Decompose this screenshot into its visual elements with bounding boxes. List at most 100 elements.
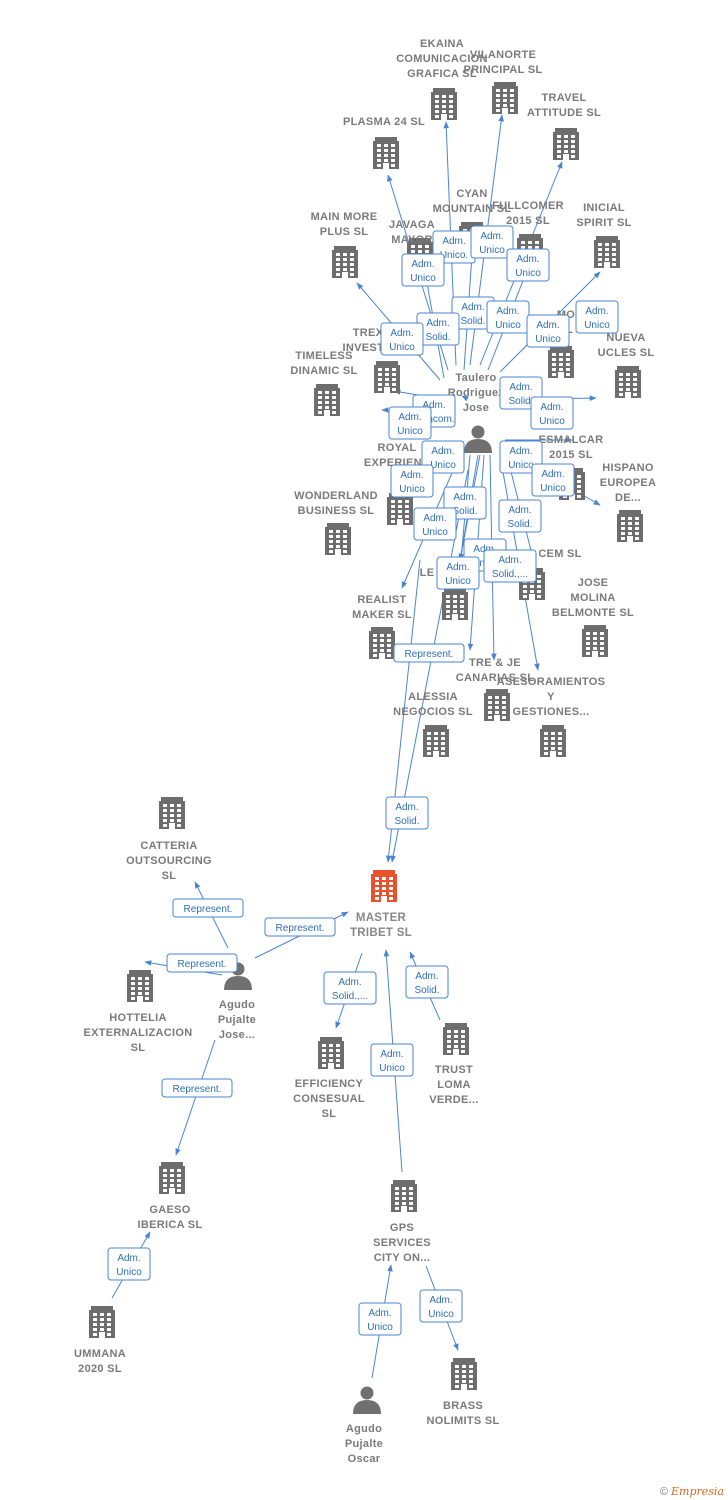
- edge-label-33[interactable]: Adm.Unico: [107, 1247, 151, 1281]
- node-plasma[interactable]: PLASMA 24 SL: [343, 116, 425, 169]
- building-icon[interactable]: [615, 366, 641, 398]
- building-icon[interactable]: [451, 1358, 477, 1390]
- building-icon[interactable]: [443, 1023, 469, 1055]
- edge-label-6[interactable]: Adm.Unico: [486, 300, 530, 334]
- edge-label-20[interactable]: Adm.Solid.: [498, 499, 542, 533]
- node-hispano[interactable]: HISPANOEUROPEADE...: [600, 462, 657, 542]
- node-label: Taulero: [455, 372, 496, 384]
- node-label: 2020 SL: [78, 1363, 122, 1375]
- edge-label-text: Adm.: [426, 318, 449, 329]
- building-icon[interactable]: [159, 1162, 185, 1194]
- edge-label-12[interactable]: Adm.Unico: [530, 396, 574, 430]
- building-icon[interactable]: [442, 588, 468, 620]
- building-icon[interactable]: [127, 970, 153, 1002]
- edge-label-text: Solid.: [452, 506, 477, 517]
- edge-label-25[interactable]: Adm.Solid.: [385, 796, 429, 830]
- edge-label-13[interactable]: Adm.Unico: [388, 406, 432, 440]
- building-icon[interactable]: [540, 725, 566, 757]
- building-icon[interactable]: [318, 1037, 344, 1069]
- building-icon[interactable]: [373, 137, 399, 169]
- building-icon[interactable]: [594, 236, 620, 268]
- building-icon[interactable]: [423, 725, 449, 757]
- node-label: ROYAL: [378, 442, 417, 454]
- edge-label-1[interactable]: Adm.Unico: [470, 225, 514, 259]
- building-icon[interactable]: [431, 88, 457, 120]
- node-asesoramientos[interactable]: ASESORAMIENTOSYGESTIONES...: [497, 676, 606, 757]
- building-icon[interactable]: [548, 346, 574, 378]
- edge-label-23[interactable]: Adm.Solid.,...: [483, 549, 537, 583]
- edge-label-3[interactable]: Adm.Unico: [401, 253, 445, 287]
- node-label: BRASS: [443, 1400, 483, 1412]
- building-icon[interactable]: [617, 510, 643, 542]
- building-icon[interactable]: [332, 246, 358, 278]
- edge-label-27[interactable]: Represent.: [264, 917, 336, 937]
- edge-label-text: Adm.: [498, 555, 521, 566]
- edge-label-28[interactable]: Represent.: [166, 953, 238, 973]
- edge-label-7[interactable]: Adm.Unico: [526, 314, 570, 348]
- node-label: PRINCIPAL SL: [464, 64, 543, 76]
- node-le[interactable]: LE: [420, 567, 468, 620]
- edge-label-30[interactable]: Adm.Solid.,...: [323, 971, 377, 1005]
- edge-label-15[interactable]: Adm.Unico: [499, 440, 543, 474]
- edge-label-16[interactable]: Adm.Unico: [531, 463, 575, 497]
- edge-label-text: Adm.: [446, 562, 469, 573]
- edge-label-31[interactable]: Adm.Solid.: [405, 965, 449, 999]
- edge-label-32[interactable]: Adm.Unico: [370, 1043, 414, 1077]
- edge-label-2[interactable]: Adm.Unico: [506, 248, 550, 282]
- node-agudojose[interactable]: AgudoPujalteJose...: [218, 962, 256, 1042]
- building-icon[interactable]: [325, 523, 351, 555]
- building-icon[interactable]: [159, 797, 185, 829]
- edge-label-24[interactable]: Represent.: [393, 643, 465, 663]
- edge-label-26[interactable]: Represent.: [172, 898, 244, 918]
- edge-label-19[interactable]: Adm.Unico: [413, 507, 457, 541]
- edge-label-14[interactable]: Adm.Unico: [421, 440, 465, 474]
- edge-label-9[interactable]: Adm.Unico: [380, 322, 424, 356]
- edge-label-22[interactable]: Adm.Unico: [436, 556, 480, 590]
- edge-label-text: Adm.: [540, 402, 563, 413]
- person-icon[interactable]: [464, 425, 492, 454]
- building-icon[interactable]: [314, 384, 340, 416]
- building-icon[interactable]: [553, 128, 579, 160]
- building-icon[interactable]: [387, 493, 413, 525]
- building-icon[interactable]: [582, 625, 608, 657]
- edge-label-35[interactable]: Adm.Unico: [419, 1289, 463, 1323]
- building-icon[interactable]: [369, 627, 395, 659]
- edge-label-34[interactable]: Adm.Unico: [358, 1302, 402, 1336]
- edge-label-17[interactable]: Adm.Unico: [390, 464, 434, 498]
- brand-logo[interactable]: Empresia: [671, 1485, 724, 1498]
- edge-label-29[interactable]: Represent.: [161, 1078, 233, 1098]
- building-icon[interactable]: [492, 82, 518, 114]
- node-trust[interactable]: TRUSTLOMAVERDE...: [429, 1023, 478, 1106]
- building-icon[interactable]: [484, 689, 510, 721]
- building-icon[interactable]: [374, 361, 400, 393]
- building-icon[interactable]: [371, 870, 397, 902]
- node-label: MAYOR: [391, 234, 432, 246]
- building-icon[interactable]: [89, 1306, 115, 1338]
- building-icon[interactable]: [391, 1180, 417, 1212]
- person-icon[interactable]: [353, 1386, 381, 1415]
- edge-label-8[interactable]: Adm.Unico: [575, 300, 619, 334]
- node-label: Jose...: [219, 1029, 255, 1041]
